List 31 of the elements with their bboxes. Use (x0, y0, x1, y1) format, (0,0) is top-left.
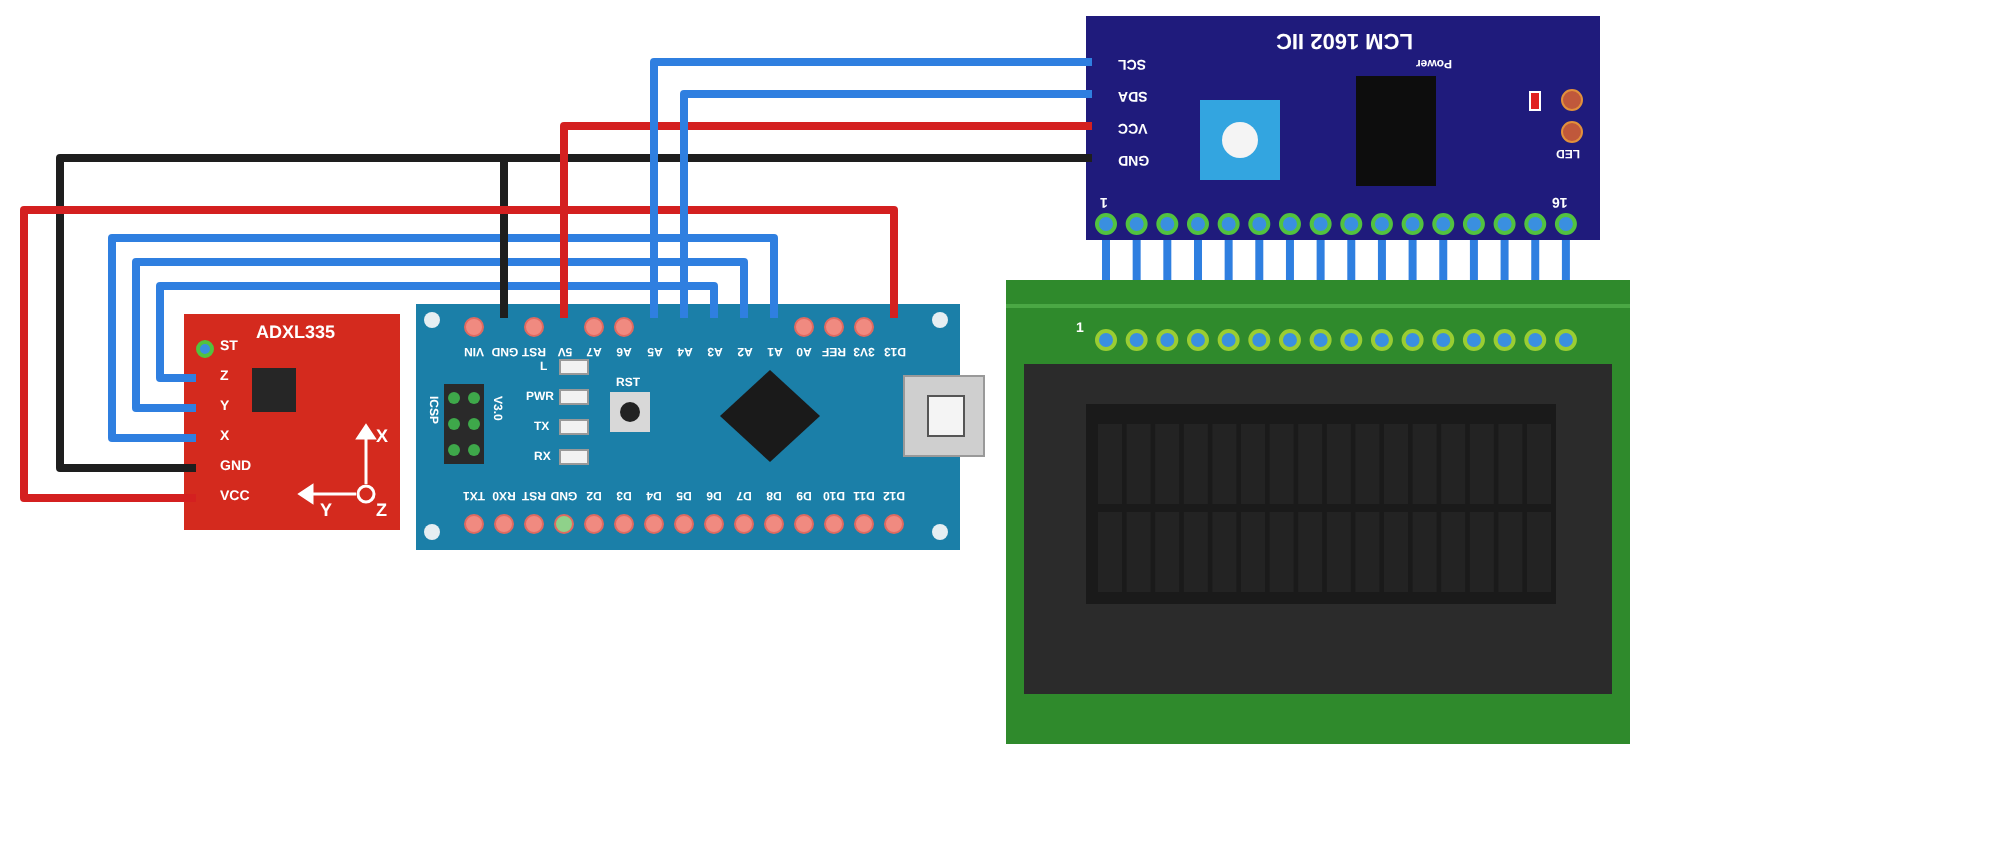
wire (1377, 240, 1386, 280)
board-title: ADXL335 (256, 322, 336, 342)
axis-label: Z (376, 500, 387, 522)
wire (1255, 240, 1264, 280)
i2c-adapter-board (1086, 16, 1600, 240)
wire (1102, 240, 1110, 280)
wire (156, 282, 718, 382)
wire (1316, 240, 1325, 280)
module-title: LCM 1602 IIC (1276, 28, 1413, 52)
wire (1500, 240, 1509, 280)
wire (1285, 240, 1294, 280)
wire (132, 258, 748, 412)
wire (1439, 240, 1448, 280)
axis-label: Y (320, 500, 333, 522)
wire (1347, 240, 1356, 280)
wire (108, 234, 778, 442)
wire (1224, 240, 1233, 280)
wire (1194, 240, 1202, 280)
wire (650, 58, 1092, 318)
sensor-board (184, 314, 400, 530)
wire (680, 90, 1092, 318)
wire (1531, 240, 1540, 280)
wire (1561, 240, 1570, 280)
lcd-module-board (1006, 280, 1630, 744)
wire (1469, 240, 1478, 280)
wire (20, 206, 898, 502)
wire (1132, 240, 1141, 280)
wire (1408, 240, 1417, 280)
wire (1163, 240, 1172, 280)
wire (560, 122, 1092, 318)
axis-label: X (376, 426, 389, 448)
